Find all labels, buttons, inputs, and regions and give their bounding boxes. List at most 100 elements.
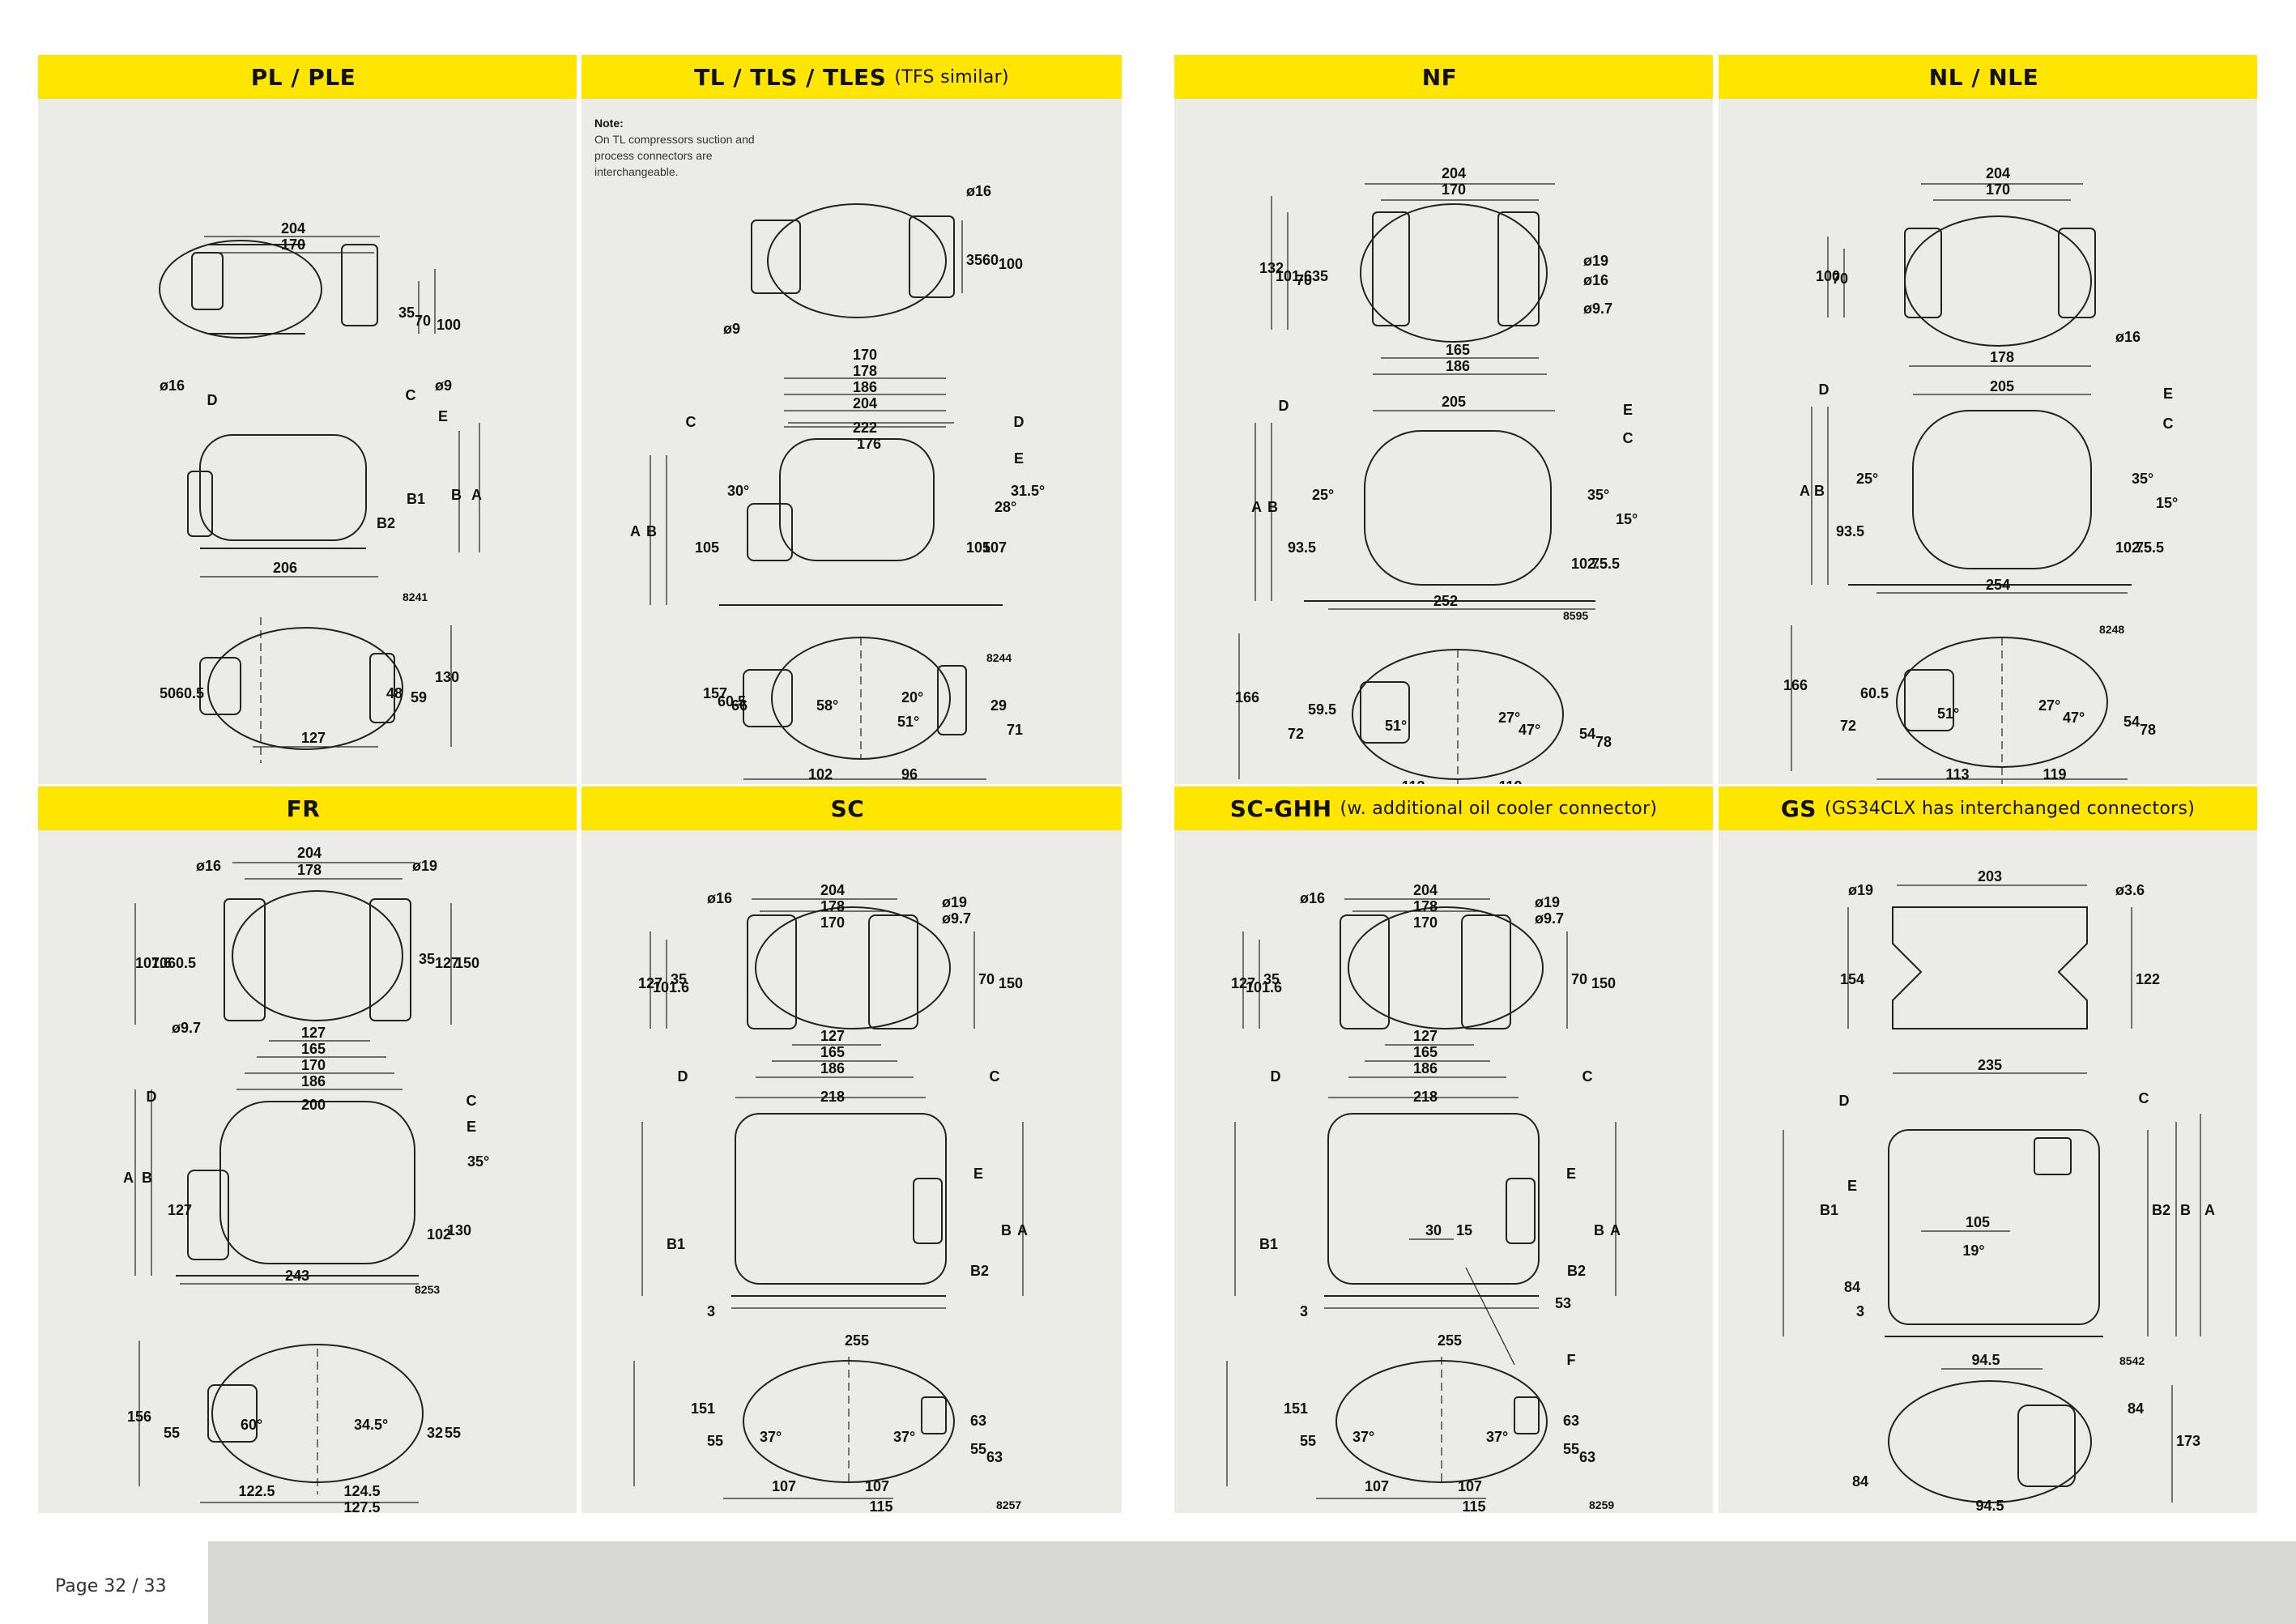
dim-label: 255 (845, 1332, 869, 1349)
dim-label: 105 (1966, 1214, 1990, 1230)
dim-label: 127 (1231, 975, 1255, 991)
dim-label: 55 (707, 1433, 723, 1449)
dim-label: 119 (1498, 778, 1522, 784)
dim-label: 55 (164, 1425, 180, 1441)
dim-label: 30° (727, 483, 749, 499)
dim-label: 127.5 (343, 1499, 380, 1513)
dim-label: 102 (427, 1226, 451, 1243)
panel-title: NF (1421, 63, 1458, 91)
dim-label: 165 (1413, 1044, 1438, 1060)
dim-label: 178 (1413, 898, 1438, 914)
marker-label: C (990, 1068, 1000, 1085)
dim-label: A (471, 487, 482, 503)
dim-label: 37° (893, 1429, 915, 1445)
dim-label: 37° (760, 1429, 782, 1445)
panel-header: SC (581, 786, 1122, 830)
panel-header: FR (38, 786, 577, 830)
technical-drawing: ø16 ø9 35 60 100 170 178 186 204 C D E 2… (630, 183, 1045, 782)
dim-label: 170 (1442, 181, 1466, 198)
technical-drawing: 204 170 100 70 ø16 178 D E C 205 A B 25°… (1783, 165, 2178, 784)
dim-label: 78 (2140, 722, 2156, 738)
dim-label: 94.5 (1975, 1498, 2004, 1513)
drawing-number: 8248 (2099, 623, 2124, 636)
marker-label: D (147, 1089, 157, 1105)
page-number: Page 32 / 33 (55, 1576, 167, 1596)
marker-label: C (406, 387, 416, 403)
dim-label: 101.6 (135, 955, 172, 971)
dim-label: A (1017, 1222, 1028, 1238)
dim-label: 178 (820, 898, 845, 914)
panel-title: SC-GHH (1229, 795, 1332, 822)
panel-header: GS (GS34CLX has interchanged connectors) (1719, 786, 2257, 830)
drawing-number: 8595 (1563, 609, 1588, 622)
dim-label: B (1267, 499, 1278, 515)
dim-label: ø9.7 (1535, 910, 1564, 927)
dim-label: 35 (398, 305, 415, 321)
marker-label: E (438, 408, 448, 424)
dim-label: 186 (301, 1073, 326, 1089)
panel-title: GS (1780, 795, 1817, 822)
dim-label: 25° (1856, 471, 1878, 487)
dim-label: 204 (1442, 165, 1466, 181)
dim-label: 200 (301, 1097, 326, 1113)
dim-label: 206 (273, 560, 297, 576)
drawing-number: 8244 (986, 651, 1012, 664)
dim-label: 107 (982, 539, 1007, 556)
dim-label: 102.5 (2115, 539, 2152, 556)
dim-label: 115 (869, 1498, 892, 1513)
dim-label: B2 (2152, 1202, 2170, 1218)
dim-label: 113 (1945, 766, 1969, 782)
dim-label: 105 (966, 539, 990, 556)
dim-label: 205 (1990, 378, 2014, 394)
technical-drawing: 204 170 35 70 100 ø16 ø9 D C E B1 B A B2… (159, 220, 482, 763)
dim-label: ø3.6 (2115, 882, 2145, 898)
dim-label: 166 (1235, 689, 1259, 705)
dim-label: 107 (865, 1478, 889, 1494)
dim-label: 60.5 (176, 685, 204, 701)
footer-bar (208, 1541, 2296, 1624)
dim-label: B (142, 1170, 152, 1186)
dim-label: 165 (301, 1041, 326, 1057)
panel-subtitle: (TFS similar) (894, 66, 1009, 87)
marker-label: D (1279, 398, 1289, 414)
dim-label: 29 (990, 697, 1007, 714)
dim-label: 130 (447, 1222, 471, 1238)
dim-label: ø19 (1848, 882, 1873, 898)
dim-label: 218 (820, 1089, 845, 1105)
dim-label: 60° (241, 1417, 262, 1433)
marker-label: D (678, 1068, 688, 1085)
dim-label: ø19 (942, 894, 967, 910)
dim-label: 100 (437, 317, 461, 333)
panel-gs: GS (GS34CLX has interchanged connectors)… (1719, 786, 2257, 1513)
dim-label: 186 (1413, 1060, 1438, 1076)
dim-label: 51° (897, 714, 919, 730)
dim-label: ø16 (196, 858, 221, 874)
dim-label: 55 (1563, 1441, 1579, 1457)
dim-label: 60.5 (168, 955, 196, 971)
dim-label: 205 (1442, 394, 1466, 410)
dim-label: 130 (435, 669, 459, 685)
dim-label: 102 (808, 766, 833, 782)
marker-label: C (686, 414, 696, 430)
dim-label: 204 (281, 220, 305, 237)
dim-label: ø19 (1583, 253, 1608, 269)
dim-label: 170 (301, 1057, 326, 1073)
dim-label: 204 (853, 395, 877, 411)
dim-label: 252 (1433, 593, 1458, 609)
dim-label: 15° (2156, 495, 2178, 511)
dim-label: 127 (301, 1025, 326, 1041)
dim-label: 101.6 (1246, 979, 1282, 995)
dim-label: ø9 (435, 377, 452, 394)
dim-label: 127 (435, 955, 459, 971)
dim-label: 25° (1312, 487, 1334, 503)
technical-drawing: ø16 204 178 ø19 101.6 70 60.5 35 127 150… (123, 845, 489, 1513)
marker-label: E (1847, 1178, 1857, 1194)
dim-label: ø16 (160, 377, 185, 394)
dim-label: 35 (1263, 971, 1280, 987)
marker-label: C (1623, 430, 1634, 446)
dim-label: 63 (970, 1413, 986, 1429)
dim-label: 70 (1296, 272, 1312, 288)
dim-label: 156 (127, 1409, 151, 1425)
dim-label: A (2204, 1202, 2215, 1218)
dim-label: 186 (820, 1060, 845, 1076)
